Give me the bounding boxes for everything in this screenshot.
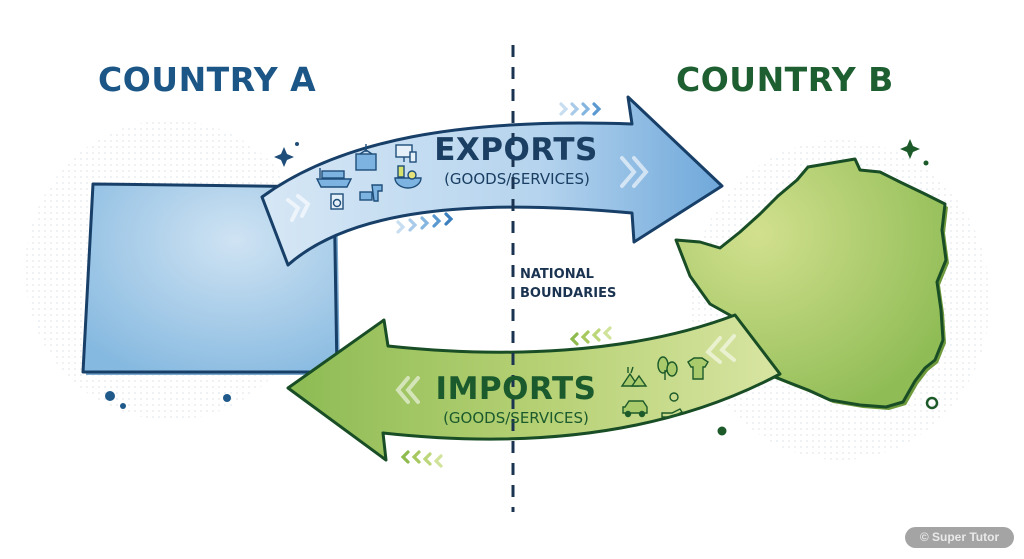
food-bowl-icon xyxy=(394,165,422,189)
watermark-badge: © Super Tutor xyxy=(905,527,1014,548)
car-icon xyxy=(622,400,648,418)
flow-chevrons-icon xyxy=(286,156,649,222)
boundary-label-line2: BOUNDARIES xyxy=(520,286,617,301)
sparkle-icon xyxy=(900,139,929,166)
plant-leaves-icon xyxy=(657,356,678,380)
boundary-label-line1: NATIONAL xyxy=(520,267,594,282)
flow-chevrons-icon xyxy=(395,334,736,404)
computer-devices-icon xyxy=(395,144,417,163)
flow-chevrons-icon xyxy=(400,326,612,468)
decorative-dots xyxy=(105,391,939,436)
power-drill-icon xyxy=(359,184,383,202)
exports-arrow xyxy=(260,95,724,267)
national-boundaries-label: NATIONAL BOUNDARIES xyxy=(520,265,616,303)
imports-arrow xyxy=(286,313,782,468)
cargo-ship-icon xyxy=(315,168,353,188)
imports-sublabel: (GOODS/SERVICES) xyxy=(443,409,589,427)
exports-sublabel: (GOODS/SERVICES) xyxy=(444,170,590,188)
washing-machine-icon xyxy=(330,193,344,210)
exports-label: EXPORTS xyxy=(434,132,598,168)
raw-materials-icon xyxy=(620,366,648,387)
shipping-container-icon xyxy=(355,144,377,171)
imports-label: IMPORTS xyxy=(435,371,597,407)
flow-chevrons-icon xyxy=(396,102,602,234)
sparkle-icon xyxy=(274,142,299,167)
service-hand-gear-icon xyxy=(661,392,684,418)
country-a-title: COUNTRY A xyxy=(98,60,317,99)
country-b-title: COUNTRY B xyxy=(676,60,894,99)
t-shirt-icon xyxy=(687,357,709,380)
